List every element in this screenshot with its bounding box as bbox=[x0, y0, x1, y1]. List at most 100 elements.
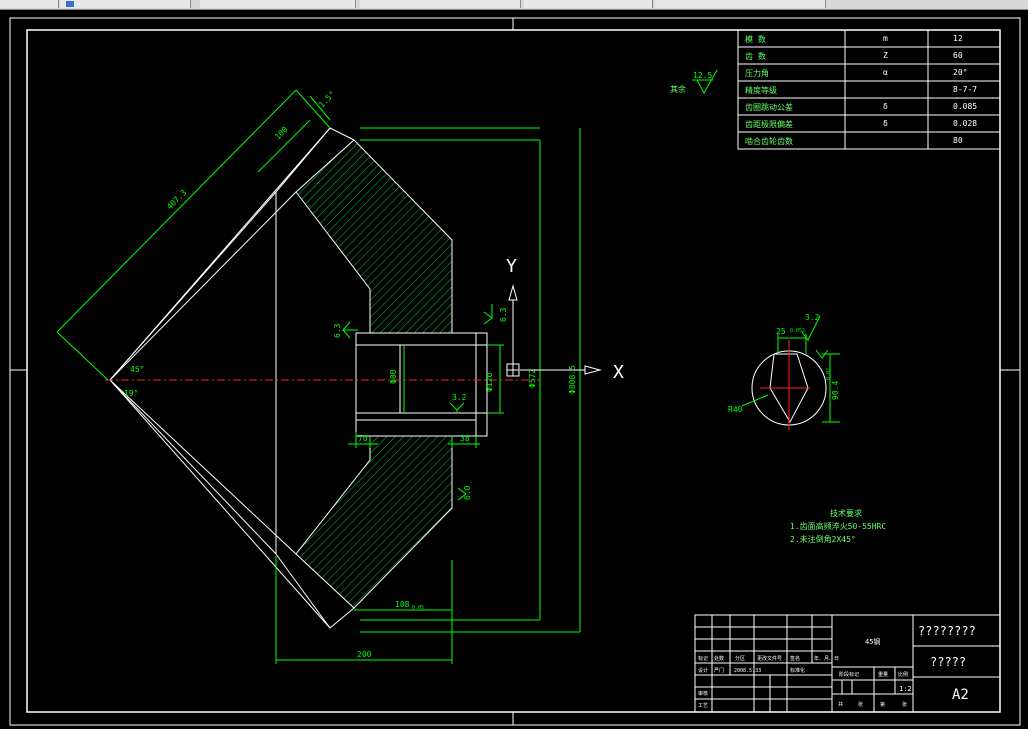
param-symbol-0: m bbox=[883, 34, 888, 43]
document-icon bbox=[66, 1, 74, 7]
param-value-4: 0.085 bbox=[953, 102, 977, 111]
tb-sheet: 张 bbox=[902, 701, 907, 708]
section-depth: 90.4 bbox=[831, 381, 840, 400]
window-tab[interactable] bbox=[524, 0, 653, 8]
dim-angle-45: 45° bbox=[130, 365, 144, 374]
param-value-2: 20° bbox=[953, 68, 967, 77]
param-value-0: 12 bbox=[953, 34, 963, 43]
dim-len-108-tolerance: 0.05 bbox=[412, 605, 424, 611]
x-axis-arrow-icon bbox=[584, 365, 602, 375]
tb-date-label: 年、月、日 bbox=[814, 655, 839, 662]
tb-count: 处数 bbox=[714, 655, 724, 662]
tech-req-item-1: 2.未注倒角2X45° bbox=[790, 534, 856, 544]
drawing-frame bbox=[9, 17, 1021, 726]
gear-body-lower bbox=[295, 435, 453, 609]
tb-drawing-code: ????? bbox=[930, 655, 966, 669]
dim-small-angle: 1.5° bbox=[317, 89, 337, 109]
param-name-1: 齿 数 bbox=[745, 51, 766, 61]
title-block: 标记 处数 分区 更改文件号 签名 年、月、日 设计 严门 2008.5.33 … bbox=[694, 614, 1001, 713]
window-tab[interactable] bbox=[360, 0, 521, 8]
tb-material: 45钢 bbox=[865, 637, 880, 646]
dim-len-108: 108 bbox=[395, 600, 410, 609]
x-axis-label: X bbox=[613, 362, 624, 383]
window-tab[interactable] bbox=[0, 0, 59, 8]
tb-drawing-name: ???????? bbox=[918, 624, 976, 638]
dim-572-diameter: Φ572 bbox=[528, 369, 537, 388]
keyway-section-view: 3.2 25 0.052 90.4 0.02 R40 bbox=[728, 313, 840, 430]
param-name-3: 精度等级 bbox=[745, 85, 777, 95]
tb-zone: 分区 bbox=[735, 655, 745, 662]
dim-hub-diameter: Φ120 bbox=[485, 373, 494, 392]
general-roughness-note: 其余 12.5 bbox=[670, 69, 718, 95]
param-symbol-1: Z bbox=[883, 51, 888, 60]
window-tab-strip bbox=[0, 0, 1028, 10]
param-symbol-5: δ bbox=[883, 119, 888, 128]
roughness-symbol-icon bbox=[449, 402, 465, 413]
roughness-symbol-icon bbox=[342, 321, 358, 339]
roughness-symbol-icon bbox=[815, 349, 829, 359]
section-key-width: 25 bbox=[776, 327, 786, 336]
section-radius: R40 bbox=[728, 405, 743, 414]
tb-process: 工艺 bbox=[698, 703, 708, 709]
param-name-5: 齿距极限偏差 bbox=[745, 119, 793, 129]
dim-808-diameter: Φ808.5 bbox=[568, 365, 577, 394]
section-key-tolerance: 0.052 bbox=[790, 328, 805, 334]
tb-stage-mark: 阶段标记 bbox=[839, 671, 859, 678]
gear-hub bbox=[355, 332, 488, 437]
roughness-symbol-icon bbox=[457, 487, 467, 501]
window-tab[interactable] bbox=[200, 0, 356, 8]
tb-mark: 标记 bbox=[698, 655, 708, 662]
y-axis-arrow-icon bbox=[508, 284, 518, 301]
tb-date: 2008.5.33 bbox=[734, 668, 761, 674]
window-tab[interactable] bbox=[60, 0, 191, 8]
section-depth-tolerance: 0.02 bbox=[826, 368, 832, 380]
dim-face-width: 100 bbox=[273, 125, 290, 142]
engineering-drawing: 模 数 齿 数 压力角 精度等级 齿圈跳动公差 齿距极限偏差 啮合齿轮齿数 m … bbox=[9, 17, 1021, 726]
dim-len-70: 70 bbox=[358, 434, 368, 443]
roughness-note-value: 12.5 bbox=[693, 71, 712, 80]
dimension-lines bbox=[56, 89, 581, 664]
dim-angle-19: 19° bbox=[124, 389, 138, 398]
param-name-0: 模 数 bbox=[745, 34, 766, 44]
tb-total: 共 bbox=[838, 701, 843, 708]
window-tab[interactable] bbox=[655, 0, 826, 8]
param-symbol-2: α bbox=[883, 68, 888, 77]
gear-parameters-table: 模 数 齿 数 压力角 精度等级 齿圈跳动公差 齿距极限偏差 啮合齿轮齿数 m … bbox=[737, 29, 1001, 150]
dim-outer-length: 407.3 bbox=[165, 188, 189, 212]
tb-scale: 1:2 bbox=[899, 685, 912, 693]
roughness-lower-value: 6.0 bbox=[463, 485, 472, 500]
dim-len-38: 38 bbox=[460, 434, 470, 443]
gear-cone-lines bbox=[109, 127, 355, 629]
tech-req-item-0: 1.齿面高频淬火50-55HRC bbox=[790, 521, 886, 531]
coordinate-axes: Y X bbox=[506, 256, 624, 383]
param-value-5: 0.028 bbox=[953, 119, 977, 128]
gear-cross-section bbox=[105, 127, 540, 629]
roughness-symbol-icon bbox=[692, 69, 718, 95]
dim-len-200: 200 bbox=[357, 650, 372, 659]
gear-body-upper bbox=[295, 139, 453, 334]
tb-reviewer: 审核 bbox=[698, 690, 708, 697]
param-value-3: 8-7-7 bbox=[953, 85, 977, 94]
technical-requirements: 技术要求 1.齿面高频淬火50-55HRC 2.未注倒角2X45° bbox=[790, 508, 886, 544]
roughness-symbol-icon bbox=[801, 315, 821, 341]
roughness-symbol-icon bbox=[483, 304, 493, 325]
param-value-6: 80 bbox=[953, 136, 963, 145]
tb-design: 设计 bbox=[698, 667, 708, 674]
param-name-4: 齿圈跳动公差 bbox=[745, 102, 793, 112]
param-symbol-4: δ bbox=[883, 102, 888, 111]
tb-first: 第 bbox=[880, 701, 885, 708]
section-roughness: 3.2 bbox=[805, 313, 820, 322]
tb-sheet-size: A2 bbox=[952, 687, 969, 703]
tech-req-title: 技术要求 bbox=[830, 508, 862, 518]
roughness-note-label: 其余 bbox=[670, 84, 686, 94]
tb-design-name: 严门 bbox=[714, 667, 724, 674]
param-name-6: 啮合齿轮齿数 bbox=[745, 136, 793, 146]
tb-sheets: 张 bbox=[858, 701, 863, 708]
tb-ratio: 比例 bbox=[898, 671, 908, 678]
param-name-2: 压力角 bbox=[745, 68, 769, 78]
y-axis-label: Y bbox=[506, 256, 517, 277]
roughness-bore-value: 3.2 bbox=[452, 393, 467, 402]
tb-sign: 签名 bbox=[790, 655, 800, 662]
roughness-symbols bbox=[342, 304, 493, 501]
